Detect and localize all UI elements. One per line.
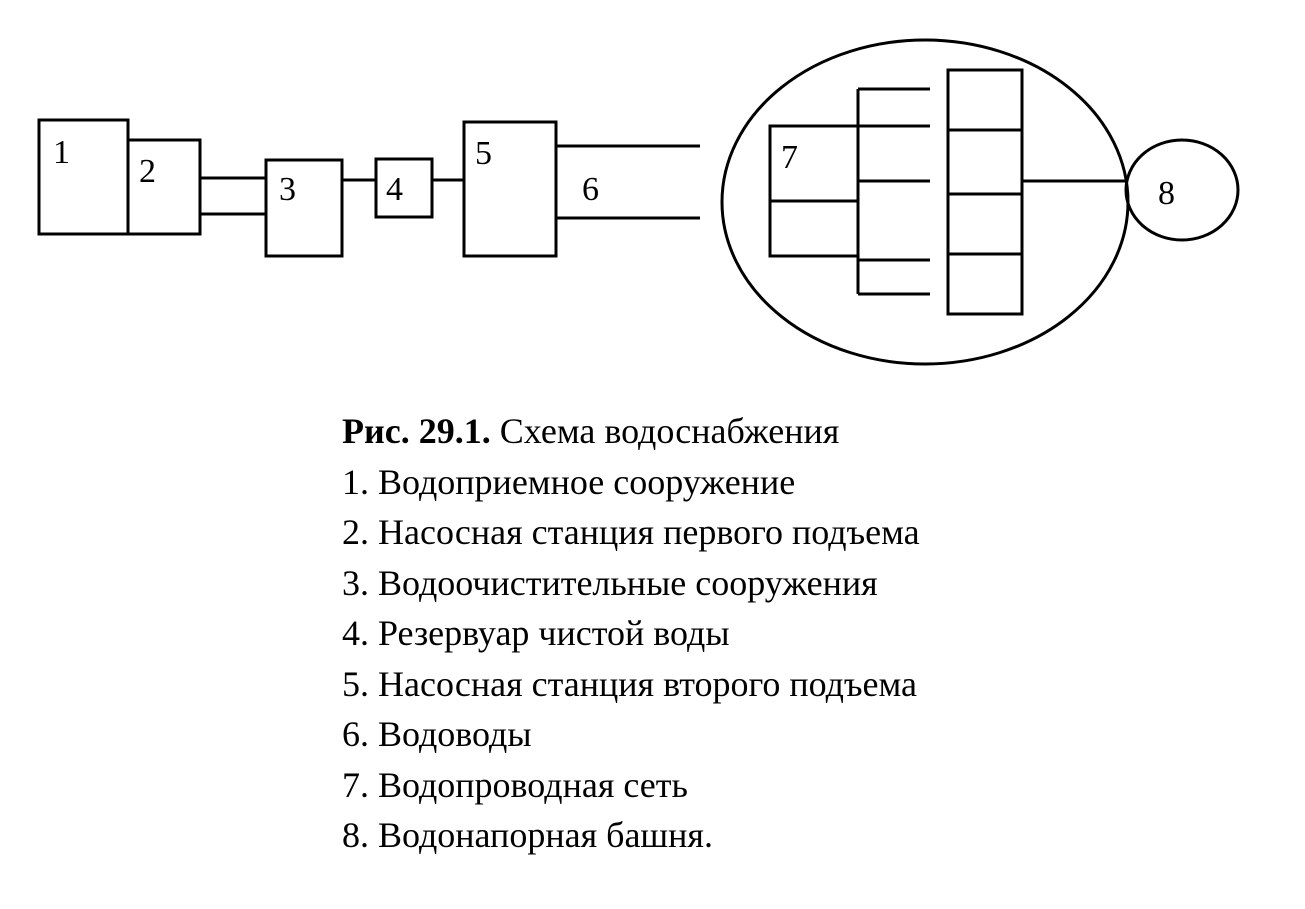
second-lift-pump-station-box: [462, 120, 558, 258]
caption-figure-title: Схема водоснабжения: [490, 411, 840, 451]
second-lift-pump-station-label: 5: [475, 135, 492, 172]
first-lift-pump-station-label: 2: [139, 153, 156, 190]
legend-item: 5. Насосная станция второго подъема: [342, 663, 917, 704]
water-tower-circle: [1124, 138, 1240, 242]
intake-structure-label: 1: [53, 134, 70, 171]
consumer-block-stack: [946, 68, 1024, 316]
treatment-facilities-label: 3: [279, 171, 296, 208]
first-lift-pump-station-box: [126, 138, 202, 236]
legend-item: 4. Резервуар чистой воды: [342, 613, 730, 653]
figure-caption: Рис. 29.1. Схема водоснабжения 1. Водопр…: [342, 406, 920, 861]
conduits-label: 6: [582, 171, 599, 208]
caption-figure-number: Рис. 29.1.: [342, 411, 491, 451]
water-tower-label: 8: [1158, 175, 1175, 212]
legend-item: 6. Водоводы: [342, 714, 532, 754]
legend-item: 3. Водоочистительные сооружения: [342, 562, 878, 603]
clean-water-reservoir-label: 4: [386, 171, 403, 208]
water-supply-diagram: 1 2 3 4 5 6 7 8: [37, 38, 1240, 366]
treatment-facilities-box: [264, 158, 344, 258]
legend-item: 2. Насосная станция первого подъема: [342, 512, 920, 552]
legend-item: 8. Водонапорная башня.: [342, 815, 713, 855]
clean-water-reservoir-box: [374, 157, 434, 219]
distribution-network-label: 7: [781, 139, 798, 176]
legend-item: 7. Водопроводная сеть: [342, 764, 688, 805]
legend-list: 1. Водоприемное сооружение 2. Насосная с…: [342, 457, 920, 861]
caption-title: Рис. 29.1. Схема водоснабжения: [342, 406, 920, 457]
legend-item: 1. Водоприемное сооружение: [342, 461, 796, 502]
